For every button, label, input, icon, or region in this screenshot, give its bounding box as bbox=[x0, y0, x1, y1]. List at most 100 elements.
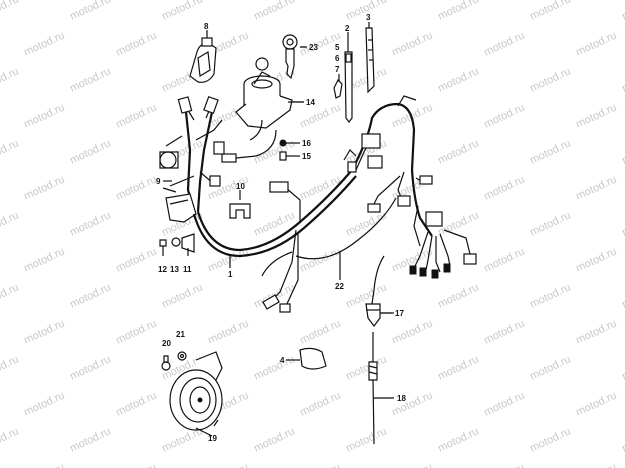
watermark-text: motod.ru bbox=[22, 461, 66, 468]
watermark-text: motod.ru bbox=[252, 425, 296, 454]
part-clamp bbox=[229, 190, 251, 219]
watermark-text: motod.ru bbox=[482, 389, 526, 418]
watermark-text: motod.ru bbox=[0, 65, 21, 94]
watermark-text: motod.ru bbox=[0, 137, 21, 166]
watermark-text: motod.ru bbox=[252, 137, 296, 166]
watermark-text: motod.ru bbox=[68, 65, 112, 94]
watermark-text: motod.ru bbox=[114, 173, 158, 202]
callout-labels: 8 23 2 3 5 6 7 14 16 15 9 10 12 13 11 1 … bbox=[156, 13, 406, 443]
part-horn bbox=[161, 351, 223, 431]
watermark-text: motod.ru bbox=[436, 65, 480, 94]
watermark-text: motod.ru bbox=[68, 137, 112, 166]
watermark-text: motod.ru bbox=[528, 425, 572, 454]
watermark-text: motod.ru bbox=[574, 101, 618, 130]
callout-12: 12 bbox=[158, 265, 167, 274]
watermark-text: motod.ru bbox=[482, 173, 526, 202]
callout-2: 2 bbox=[345, 24, 350, 33]
watermark-text: motod.ru bbox=[482, 29, 526, 58]
watermark-text: motod.ru bbox=[114, 101, 158, 130]
watermark-text: motod.ru bbox=[22, 389, 66, 418]
part-main-harness bbox=[192, 95, 477, 313]
watermark-text: motod.ru bbox=[22, 245, 66, 274]
leader-lines bbox=[195, 46, 392, 437]
watermark-text: motod.ru bbox=[344, 425, 388, 454]
watermark-text: motod.ru bbox=[574, 389, 618, 418]
callout-1: 1 bbox=[228, 270, 233, 279]
watermark-text: motod.ru bbox=[0, 209, 21, 238]
part-handlebar-switch bbox=[159, 95, 225, 223]
watermark-text: motod.ru bbox=[620, 281, 625, 310]
watermark-text: motod.ru bbox=[298, 245, 342, 274]
part-switch-lead bbox=[221, 129, 300, 163]
watermark-text: motod.ru bbox=[22, 29, 66, 58]
callout-11: 11 bbox=[183, 265, 192, 274]
callout-20: 20 bbox=[162, 339, 171, 348]
watermark-text: motod.ru bbox=[390, 461, 434, 468]
watermark-text: motod.ru bbox=[528, 137, 572, 166]
watermark-text: motod.ru bbox=[436, 137, 480, 166]
watermark-text: motod.ru bbox=[22, 173, 66, 202]
callout-10: 10 bbox=[236, 182, 245, 191]
watermark-text: motod.ru bbox=[574, 317, 618, 346]
watermark-text: motod.ru bbox=[344, 209, 388, 238]
watermark-text: motod.ru bbox=[22, 317, 66, 346]
part-ignition-switch bbox=[235, 57, 304, 141]
callout-19: 19 bbox=[208, 434, 217, 443]
callout-8: 8 bbox=[204, 22, 209, 31]
watermark-text: motod.ru bbox=[620, 0, 625, 23]
watermark-text: motod.ru bbox=[298, 461, 342, 468]
watermark-text: motod.ru bbox=[68, 425, 112, 454]
watermark-text: motod.ru bbox=[528, 281, 572, 310]
callout-5: 5 bbox=[335, 43, 340, 52]
callout-16: 16 bbox=[302, 139, 311, 148]
part-fasteners bbox=[159, 233, 195, 256]
watermark-text: motod.ru bbox=[0, 281, 21, 310]
watermark-text: motod.ru bbox=[528, 65, 572, 94]
watermark-text: motod.ru bbox=[436, 209, 480, 238]
watermark-text: motod.ru bbox=[528, 353, 572, 382]
watermark-text: motod.ru bbox=[206, 461, 250, 468]
watermark-text: motod.ru bbox=[436, 425, 480, 454]
watermark-text: motod.ru bbox=[528, 0, 572, 23]
callout-23: 23 bbox=[309, 43, 318, 52]
watermark-text: motod.ru bbox=[482, 245, 526, 274]
callout-14: 14 bbox=[306, 98, 315, 107]
watermark-text: motod.ru bbox=[0, 0, 21, 23]
watermark-text: motod.ru bbox=[252, 353, 296, 382]
callout-9: 9 bbox=[156, 177, 161, 186]
watermark-text: motod.ru bbox=[298, 101, 342, 130]
watermark-text: motod.ru bbox=[482, 101, 526, 130]
callout-13: 13 bbox=[170, 265, 179, 274]
watermark-text: motod.ru bbox=[482, 317, 526, 346]
callout-17: 17 bbox=[395, 309, 404, 318]
watermark-text: motod.ru bbox=[68, 281, 112, 310]
watermark-text: motod.ru bbox=[574, 245, 618, 274]
part-cable-ties bbox=[333, 22, 375, 123]
callout-18: 18 bbox=[397, 394, 406, 403]
callout-21: 21 bbox=[176, 330, 185, 339]
watermark-text: motod.ru bbox=[574, 173, 618, 202]
part-switch-cover bbox=[189, 30, 217, 83]
watermark-text: motod.ru bbox=[114, 389, 158, 418]
watermark-text: motod.ru bbox=[114, 317, 158, 346]
part-clip bbox=[286, 347, 327, 370]
watermark-text: motod.ru bbox=[574, 461, 618, 468]
watermark-text: motod.ru bbox=[298, 317, 342, 346]
watermark-text: motod.ru bbox=[0, 425, 21, 454]
watermark-text: motod.ru bbox=[390, 317, 434, 346]
watermark-text: motod.ru bbox=[160, 281, 204, 310]
watermark-text: motod.ru bbox=[68, 0, 112, 23]
callout-6: 6 bbox=[335, 54, 340, 63]
watermark-text: motod.ru bbox=[68, 353, 112, 382]
watermark-text: motod.ru bbox=[22, 101, 66, 130]
callout-7: 7 bbox=[335, 65, 340, 74]
part-neutral-switch bbox=[365, 255, 394, 327]
watermark-text: motod.ru bbox=[114, 245, 158, 274]
watermark-text: motod.ru bbox=[252, 209, 296, 238]
watermark-text: motod.ru bbox=[0, 353, 21, 382]
watermark-text: motod.ru bbox=[344, 353, 388, 382]
watermark-text: motod.ru bbox=[620, 209, 625, 238]
watermark-text: motod.ru bbox=[528, 209, 572, 238]
watermark-text: motod.ru bbox=[620, 425, 625, 454]
